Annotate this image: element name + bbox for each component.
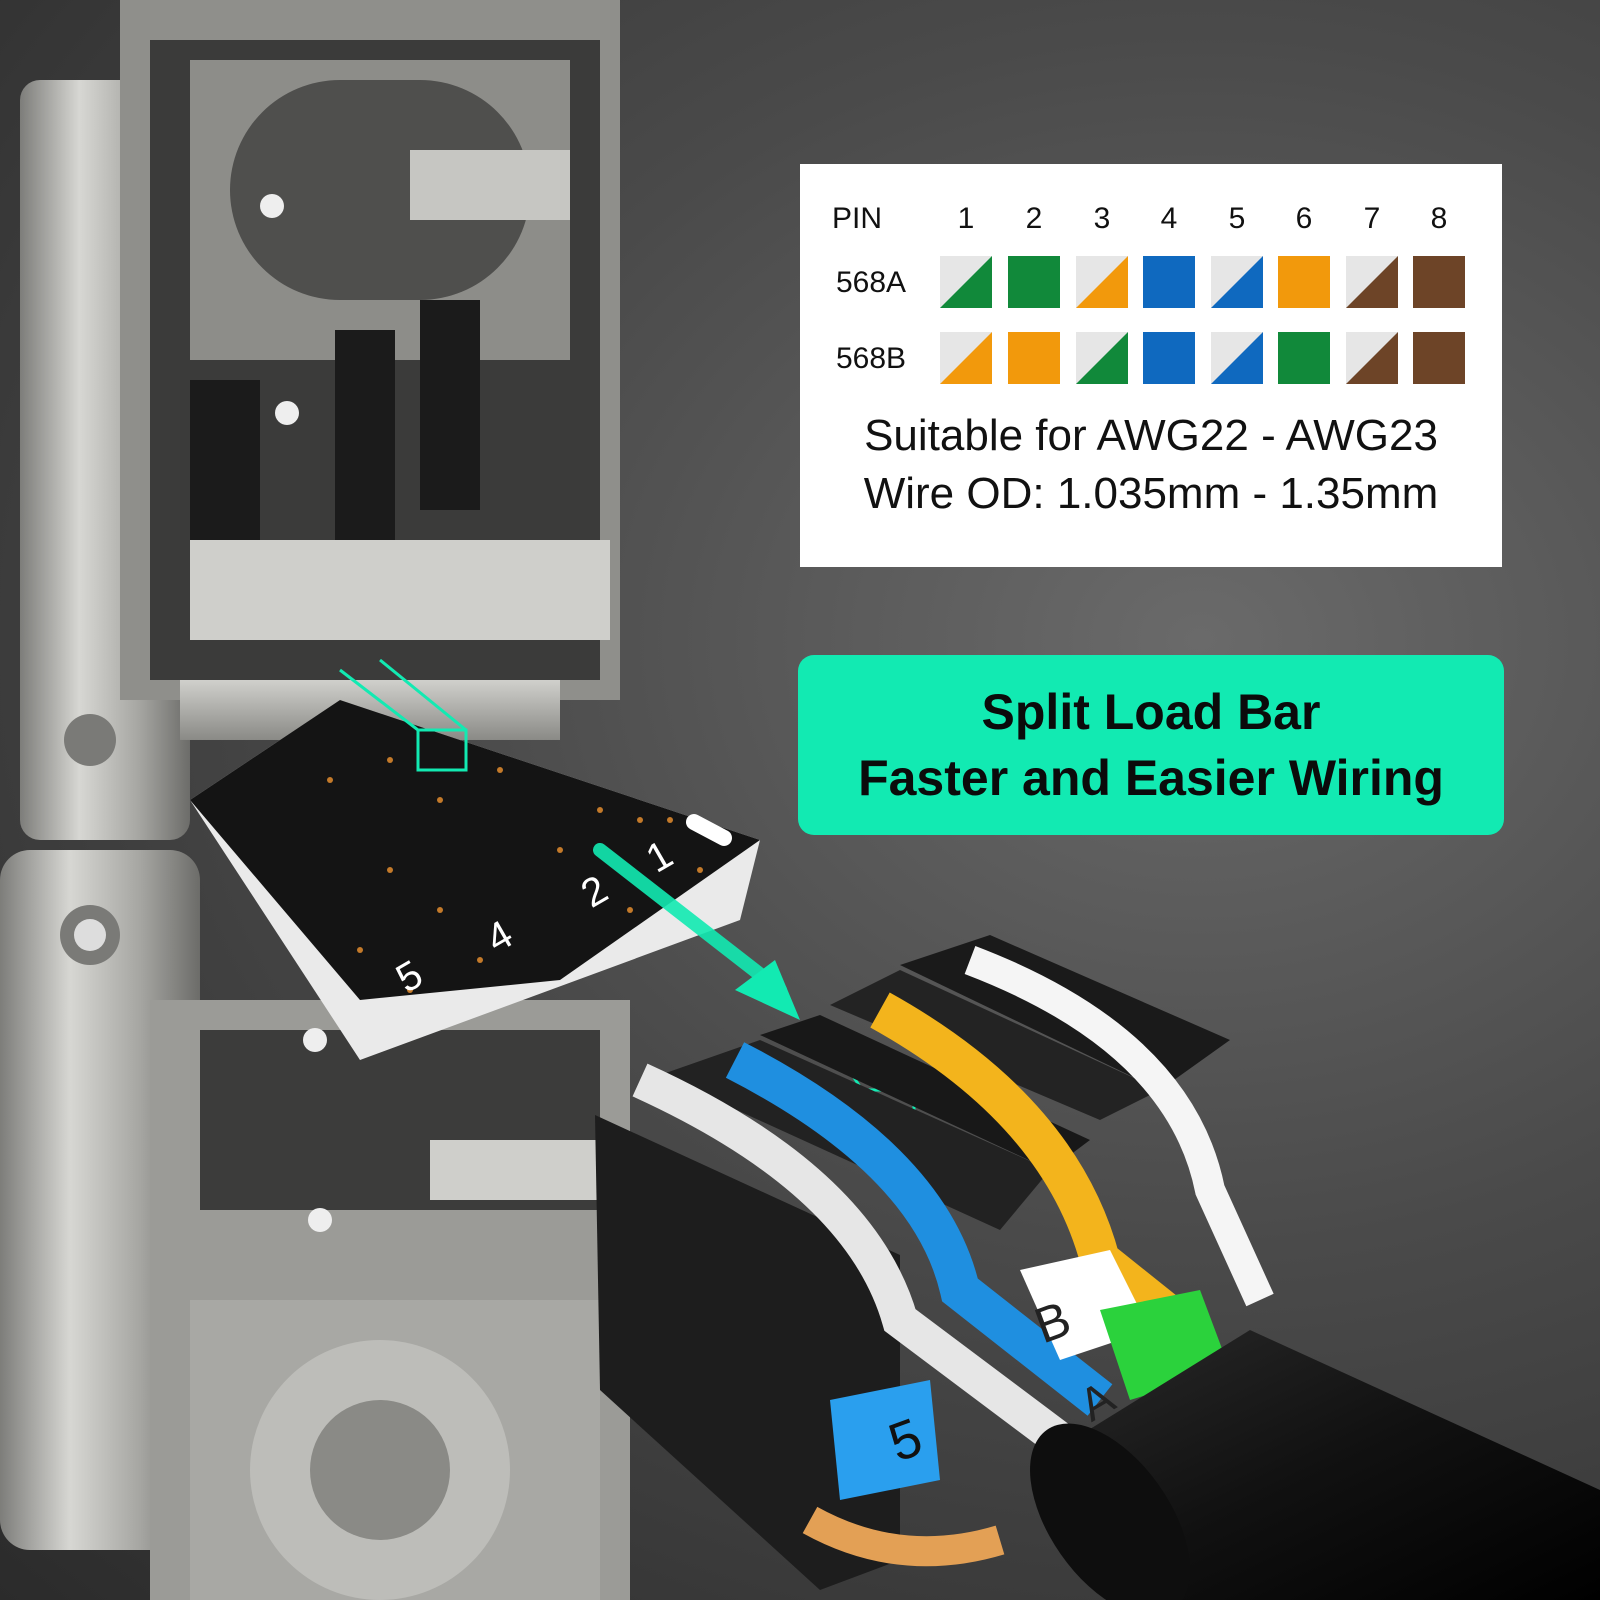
- wire-color-swatch: [1278, 332, 1330, 384]
- feature-banner: Split Load Bar Faster and Easier Wiring: [798, 655, 1504, 835]
- pin-number: 3: [1093, 202, 1111, 235]
- wire-color-swatch: [940, 332, 992, 384]
- wire-color-swatch: [1211, 256, 1263, 308]
- standard-label: 568A: [836, 266, 907, 299]
- pin-number: 8: [1430, 202, 1448, 235]
- wiring-table: PIN 1 2 3 4 5 6 7 8 568A 568B Suitable for AWG22…: [800, 164, 1502, 567]
- wire-color-swatch: [1413, 332, 1465, 384]
- banner-title: Split Load Bar: [981, 684, 1321, 740]
- wire-color-swatch: [1346, 256, 1398, 308]
- wire-color-swatch: [940, 256, 992, 308]
- standard-label: 568B: [836, 342, 907, 375]
- wire-color-swatch: [1211, 332, 1263, 384]
- wire-color-swatch: [1413, 256, 1465, 308]
- wire-color-swatch: [1076, 256, 1128, 308]
- wire-color-swatch: [1008, 256, 1060, 308]
- wire-color-swatch: [1076, 332, 1128, 384]
- pin-number: 1: [957, 202, 975, 235]
- awg-note: Suitable for AWG22 - AWG23: [864, 411, 1438, 460]
- pin-header: PIN: [832, 202, 883, 235]
- wire-color-swatch: [1008, 332, 1060, 384]
- wire-color-swatch: [1143, 332, 1195, 384]
- ethernet-cable: [1030, 1330, 1600, 1600]
- wire-od-note: Wire OD: 1.035mm - 1.35mm: [863, 469, 1439, 518]
- pin-number: 7: [1363, 202, 1381, 235]
- metal-housing: [0, 0, 630, 1600]
- wire-color-swatch: [1278, 256, 1330, 308]
- pin-number: 6: [1295, 202, 1313, 235]
- split-load-bar: 1 2 4 5: [190, 700, 760, 1060]
- wire-color-swatch: [1346, 332, 1398, 384]
- pin-number: 5: [1228, 202, 1246, 235]
- pin-number: 2: [1025, 202, 1043, 235]
- pin-number: 4: [1160, 202, 1178, 235]
- banner-subtitle: Faster and Easier Wiring: [858, 750, 1444, 806]
- wire-manager-block: B A 5: [595, 935, 1274, 1590]
- wire-color-swatch: [1143, 256, 1195, 308]
